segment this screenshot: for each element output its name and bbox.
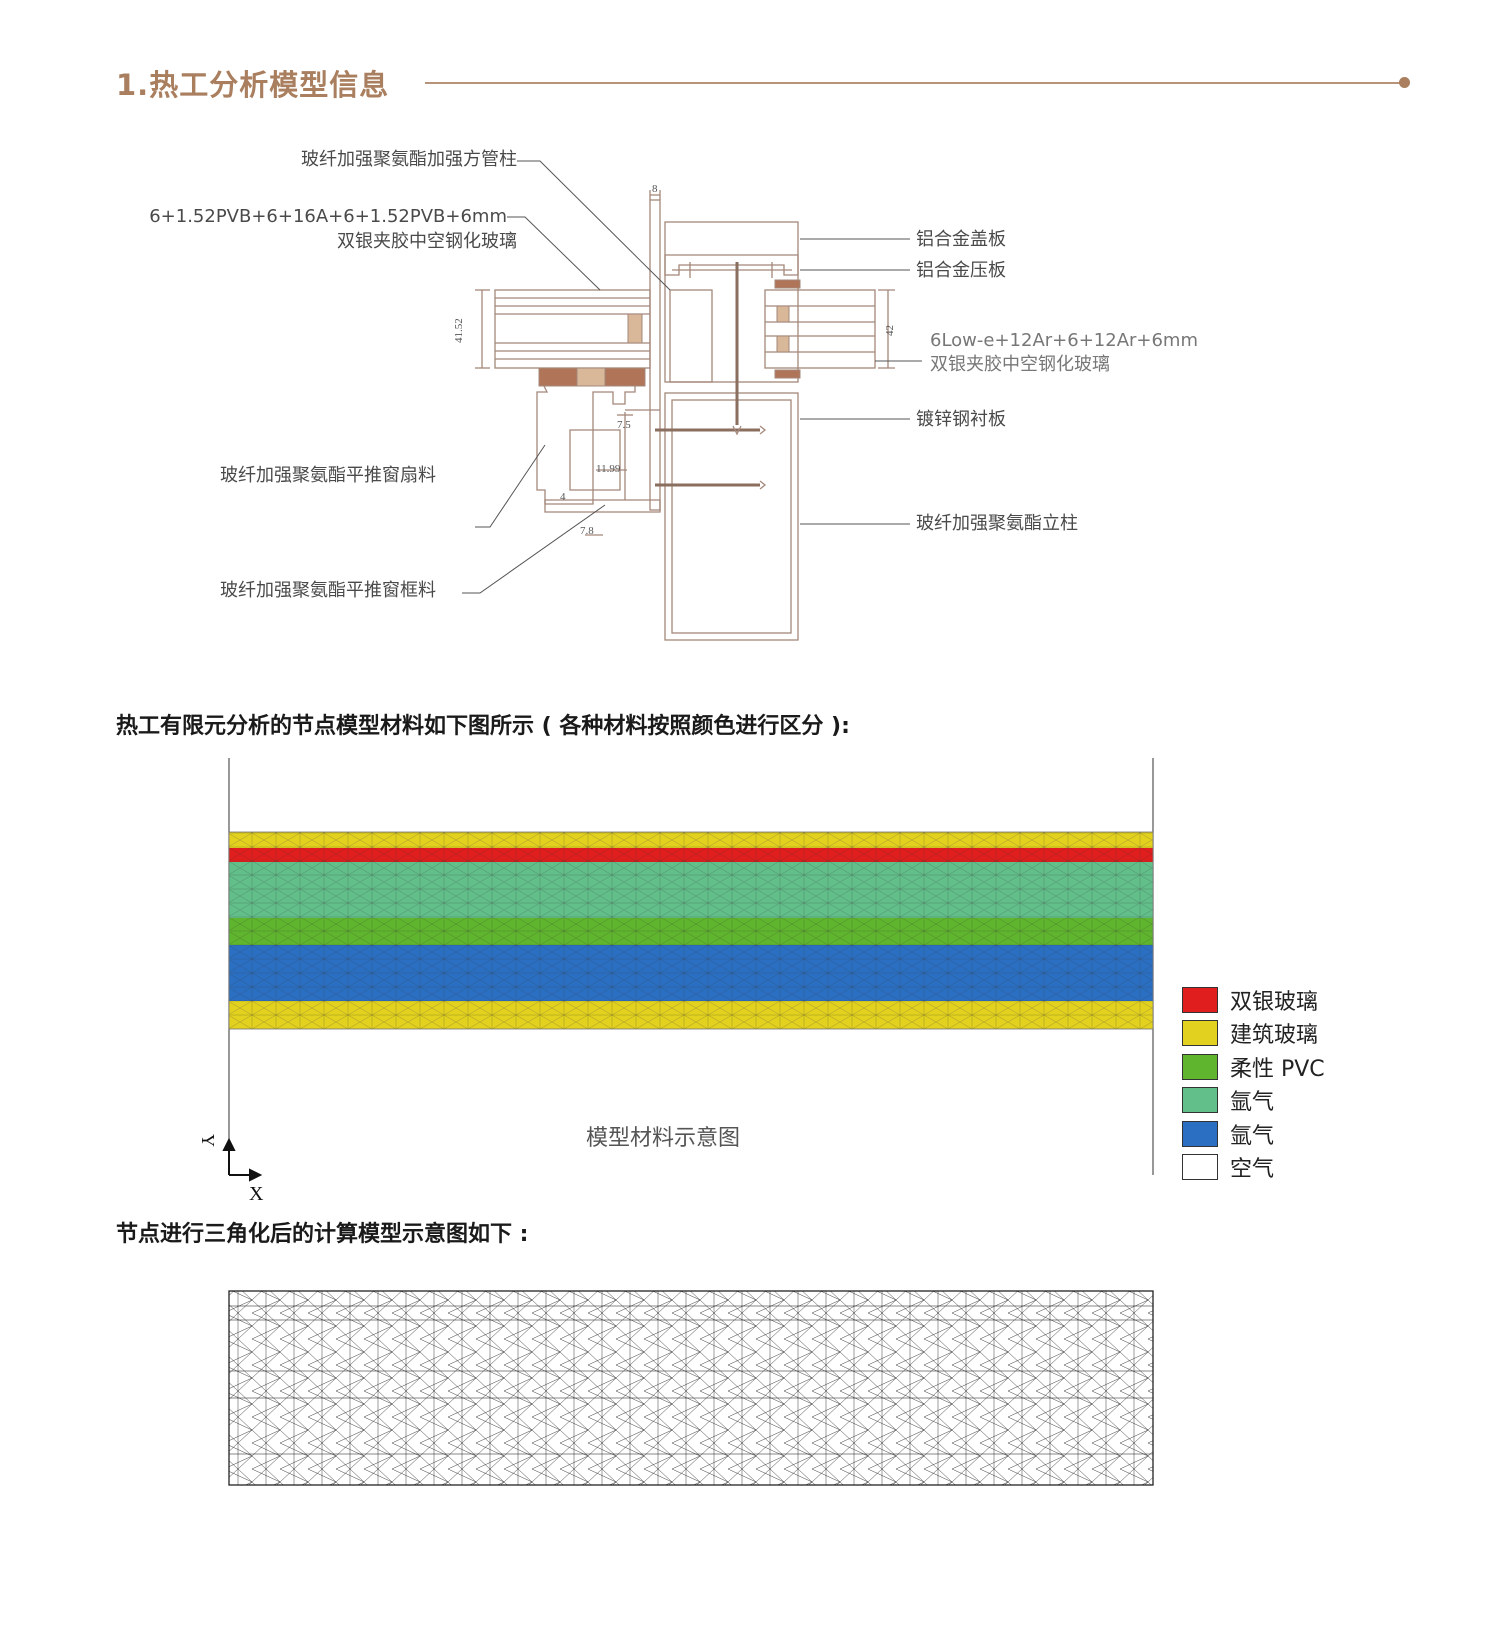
dim-41-52: 41.52 bbox=[453, 318, 465, 343]
frame-profile bbox=[544, 499, 661, 513]
dim-4: 4 bbox=[560, 491, 566, 503]
callout-steel-liner: 镀锌钢衬板 bbox=[916, 409, 1006, 430]
section-title: 1.热工分析模型信息 bbox=[116, 68, 390, 102]
curtain-wall-section-drawing: 8 41.52 42 7.5 11.99 4 7.8 bbox=[453, 160, 922, 641]
dim-7-5: 7.5 bbox=[617, 419, 631, 431]
legend-item: 双银玻璃 bbox=[1182, 983, 1325, 1017]
dim-42: 42 bbox=[884, 325, 896, 336]
legend-label: 氩气 bbox=[1230, 1123, 1275, 1149]
triangulated-mesh bbox=[228, 1290, 1154, 1486]
legend-swatch-air bbox=[1182, 1154, 1218, 1181]
material-layers bbox=[228, 831, 1154, 1030]
mullion-profile bbox=[664, 392, 799, 641]
legend-label: 空气 bbox=[1230, 1157, 1275, 1183]
sash-profile bbox=[536, 377, 636, 505]
legend-swatch-flexible-pvc bbox=[1182, 1053, 1218, 1080]
legend-swatch-building-glass bbox=[1182, 1020, 1218, 1047]
legend-label: 双银玻璃 bbox=[1230, 989, 1319, 1015]
legend-item: 空气 bbox=[1182, 1151, 1325, 1185]
model-caption: 模型材料示意图 bbox=[586, 1126, 741, 1151]
legend-item: 氩气 bbox=[1182, 1084, 1325, 1118]
dim-7-8: 7.8 bbox=[580, 525, 594, 537]
dim-8: 8 bbox=[652, 183, 658, 195]
legend-swatch-double-silver-glass bbox=[1182, 986, 1218, 1013]
title-dot bbox=[1399, 77, 1410, 88]
axis-x-label: X bbox=[249, 1183, 264, 1205]
axis-y-label: Y bbox=[198, 1134, 218, 1147]
cap-plate-profile bbox=[664, 254, 799, 276]
callout-frame: 玻纤加强聚氨酯平推窗框料 bbox=[220, 580, 436, 601]
right-glass-unit bbox=[764, 289, 876, 369]
title-rule bbox=[425, 82, 1405, 84]
legend-swatch-argon-light bbox=[1182, 1087, 1218, 1114]
legend-label: 柔性 PVC bbox=[1230, 1056, 1325, 1082]
legend-item: 柔性 PVC bbox=[1182, 1050, 1325, 1084]
callout-pressure-plate: 铝合金压板 bbox=[916, 260, 1006, 281]
callout-left-glass-name: 双银夹胶中空钢化玻璃 bbox=[337, 231, 517, 252]
legend-item: 氩气 bbox=[1182, 1117, 1325, 1151]
callout-right-glass-spec: 6Low-e+12Ar+6+12Ar+6mm bbox=[930, 330, 1199, 351]
legend-swatch-argon-blue bbox=[1182, 1120, 1218, 1147]
materials-heading: 热工有限元分析的节点模型材料如下图所示 ( 各种材料按照颜色进行区分 ): bbox=[116, 714, 850, 739]
callout-mullion: 玻纤加强聚氨酯立柱 bbox=[916, 513, 1078, 534]
material-legend: 双银玻璃 建筑玻璃 柔性 PVC 氩气 氩气 空气 bbox=[1182, 983, 1325, 1184]
callout-cap-plate: 铝合金盖板 bbox=[916, 229, 1006, 250]
callout-top-column: 玻纤加强聚氨酯加强方管柱 bbox=[301, 149, 517, 170]
legend-label: 氩气 bbox=[1230, 1090, 1275, 1116]
callout-right-glass-name: 双银夹胶中空钢化玻璃 bbox=[930, 354, 1110, 375]
dim-11-99: 11.99 bbox=[596, 463, 621, 475]
legend-label: 建筑玻璃 bbox=[1230, 1023, 1319, 1049]
mesh-heading: 节点进行三角化后的计算模型示意图如下 : bbox=[116, 1222, 529, 1247]
column-outline bbox=[649, 199, 661, 511]
callout-sash: 玻纤加强聚氨酯平推窗扇料 bbox=[220, 465, 436, 486]
legend-item: 建筑玻璃 bbox=[1182, 1017, 1325, 1051]
callout-left-glass-spec: 6+1.52PVB+6+16A+6+1.52PVB+6mm bbox=[149, 206, 507, 227]
axis-indicator bbox=[222, 1137, 263, 1182]
